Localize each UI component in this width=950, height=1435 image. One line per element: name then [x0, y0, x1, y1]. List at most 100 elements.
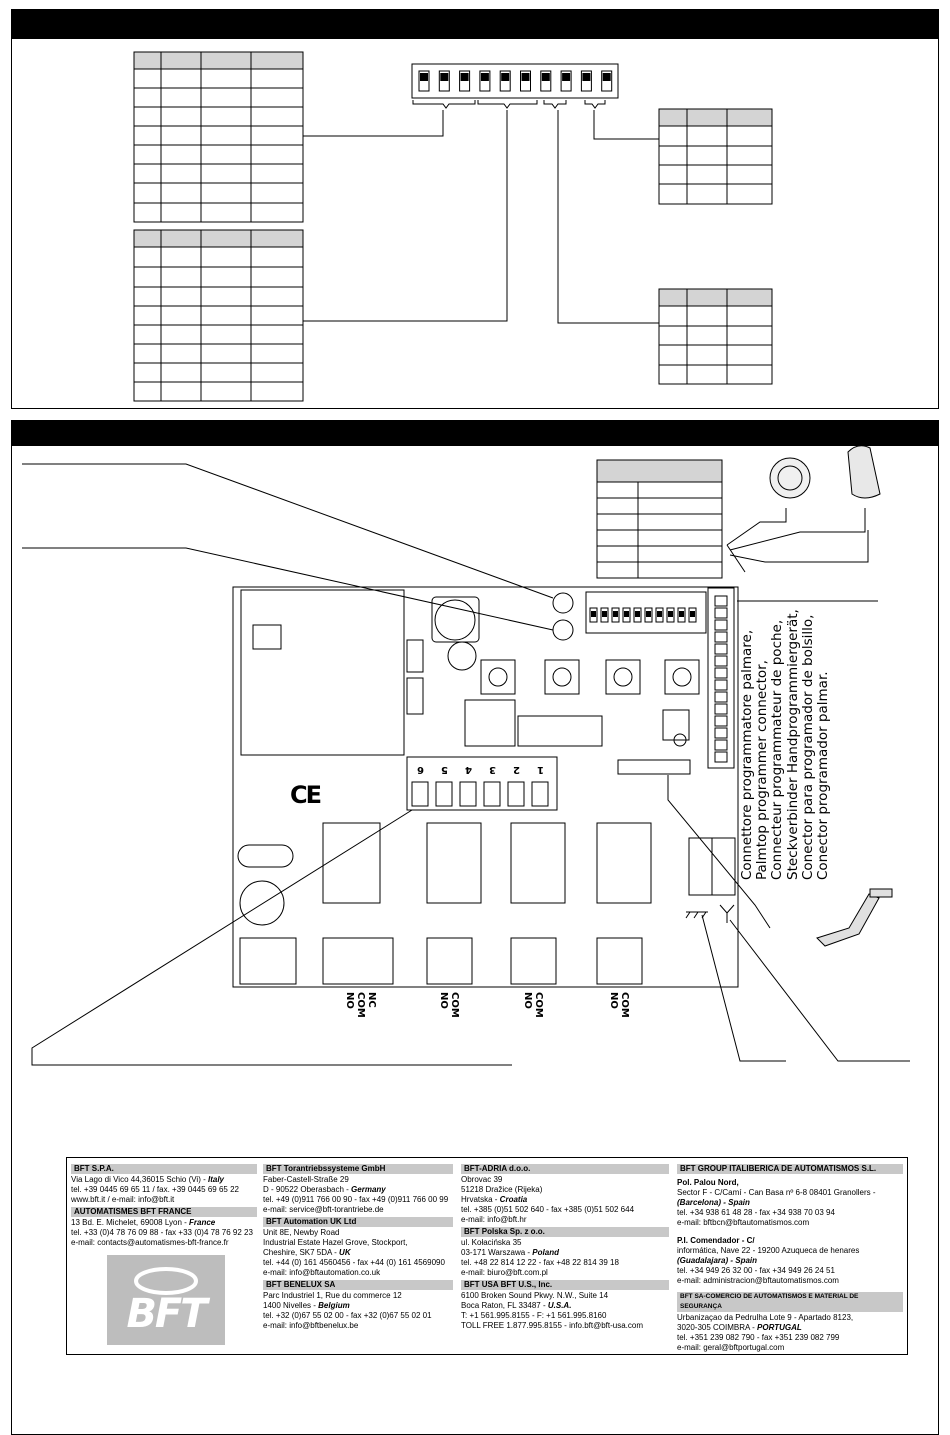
caption-line-en: Palmtop programmer connector,	[754, 660, 771, 880]
country: Germany	[351, 1185, 386, 1194]
phone-line: tel. +48 22 814 12 22 - fax +48 22 814 3…	[461, 1258, 619, 1267]
dip-switch-knob	[602, 73, 611, 81]
board-dip-switch-knob	[591, 611, 596, 617]
country: UK	[339, 1248, 351, 1257]
terminal-label: COM	[449, 992, 460, 1018]
text: 03-171 Warszawa -	[461, 1248, 533, 1257]
section-1-frame	[11, 38, 939, 409]
address-line: Hrvatska - Croatia	[461, 1195, 669, 1205]
footer-contacts: BFT S.P.A. Via Lago di Vico 44,36015 Sch…	[66, 1157, 908, 1355]
terminal-pin	[435, 781, 453, 807]
terminal-pin	[507, 781, 525, 807]
address-line: ul. Kołacińska 35	[461, 1238, 522, 1247]
email-line: e-mail: info@bftbenelux.be	[263, 1321, 359, 1330]
dip-switch-knob	[460, 73, 469, 81]
address-line: 6100 Broken Sound Pkwy. N.W., Suite 14	[461, 1291, 609, 1300]
dip-switch-knob	[501, 73, 510, 81]
terminal-pin-number: 3	[489, 764, 496, 775]
terminal-label: COM	[355, 992, 366, 1018]
address-line: 51218 Dražice (Rijeka)	[461, 1185, 543, 1194]
company-heading: BFT USA BFT U.S., Inc.	[461, 1280, 669, 1290]
caption-line-it: Connettore programmatore palmare,	[739, 629, 755, 880]
dip-switch-knob	[440, 73, 449, 81]
email-line: e-mail: service@bft-torantriebe.de	[263, 1205, 384, 1214]
terminal-label: NO	[608, 992, 619, 1009]
board-dip-switch-knob	[690, 611, 695, 617]
email-line: e-mail: geral@bftportugal.com	[677, 1343, 785, 1352]
dip-table-b	[133, 229, 304, 402]
email-line: e-mail: info@bft.hr	[461, 1215, 527, 1224]
connector-pin	[714, 631, 728, 643]
relay-3-terminals: COM NO	[522, 992, 544, 1018]
phone-line: tel. +34 949 26 32 00 - fax +34 949 26 2…	[677, 1266, 835, 1275]
address-line: Industrial Estate Hazel Grove, Stockport…	[263, 1238, 408, 1247]
address-line: informática, Nave 22 - 19200 Azuqueca de…	[677, 1246, 860, 1255]
company-heading: BFT GROUP ITALIBERICA DE AUTOMATISMOS S.…	[677, 1164, 903, 1174]
connector-pin	[714, 619, 728, 631]
connector-pin	[714, 715, 728, 727]
address-line: Boca Raton, FL 33487 - U.S.A.	[461, 1301, 669, 1311]
phone-line: tel. +39 0445 69 65 11 / fax. +39 0445 6…	[71, 1185, 239, 1194]
programmer-connector-pins	[714, 595, 728, 763]
address-line: Parc Industriel 1, Rue du commerce 12	[263, 1291, 402, 1300]
email-line: e-mail: biuro@bft.com.pl	[461, 1268, 548, 1277]
connector-pin	[714, 655, 728, 667]
bft-logo: BFT	[107, 1255, 225, 1345]
board-dip-switch-knob	[624, 611, 629, 617]
board-dip-switches	[589, 607, 697, 623]
phone-line: tel. +49 (0)911 766 00 90 - fax +49 (0)9…	[263, 1195, 449, 1204]
connector-pin	[714, 643, 728, 655]
remote-table	[596, 459, 723, 579]
web-line: www.bft.it / e-mail: info@bft.it	[71, 1195, 175, 1204]
dip-table-c	[658, 108, 773, 205]
footer-col-germany-uk-benelux: BFT Torantriebssysteme GmbH Faber-Castel…	[263, 1162, 453, 1331]
relay-4-terminals: COM NO	[608, 992, 630, 1018]
address-line: Urbanizaçao da Pedrulha Lote 9 - Apartad…	[677, 1313, 854, 1322]
connector-pin	[714, 703, 728, 715]
phone-line: tel. +32 (0)67 55 02 00 - fax +32 (0)67 …	[263, 1311, 432, 1320]
section-1-header-bar	[11, 9, 939, 39]
ce-mark: CE	[290, 781, 322, 809]
dip-switch-block	[411, 63, 619, 99]
company-heading: BFT-ADRIA d.o.o.	[461, 1164, 669, 1174]
phone-line: tel. +385 (0)51 502 640 - fax +385 (0)51…	[461, 1205, 635, 1214]
text: Via Lago di Vico 44,36015 Schio (Vi) -	[71, 1175, 208, 1184]
terminal-pin-number: 1	[537, 764, 544, 775]
terminal-pin	[531, 781, 549, 807]
address-line: 13 Bd. E. Michelet, 69008 Lyon - France	[71, 1218, 257, 1228]
address-line: Via Lago di Vico 44,36015 Schio (Vi) - I…	[71, 1175, 257, 1185]
email-line: e-mail: contacts@automatismes-bft-france…	[71, 1238, 229, 1247]
dip-switch-knob	[582, 73, 591, 81]
board-dip-switch-knob	[668, 611, 673, 617]
board-dip-switch-knob	[635, 611, 640, 617]
text: Hrvatska -	[461, 1195, 500, 1204]
programmer-connector-caption: Connettore programmatore palmare, Palmto…	[739, 609, 831, 880]
board-dip-switch-knob	[646, 611, 651, 617]
address-line: 3020-305 COIMBRA - PORTUGAL	[677, 1323, 903, 1333]
section-2-header-bar	[11, 420, 939, 446]
company-heading: BFT BENELUX SA	[263, 1280, 453, 1290]
address-line: Obrovac 39	[461, 1175, 503, 1184]
email-line: e-mail: bftbcn@bftautomatismos.com	[677, 1218, 810, 1227]
terminal-pin-number: 5	[441, 764, 448, 775]
company-heading: AUTOMATISMES BFT FRANCE	[71, 1207, 257, 1217]
terminal-block-pins	[411, 781, 549, 807]
text: Boca Raton, FL 33487 -	[461, 1301, 548, 1310]
connector-pin	[714, 691, 728, 703]
country: Poland	[532, 1248, 559, 1257]
phone-line: tel. +34 938 61 48 28 - fax +34 938 70 0…	[677, 1208, 835, 1217]
dip-switch-knob	[521, 73, 530, 81]
terminal-pin-number: 6	[417, 764, 424, 775]
caption-line-es: Conector para programador de bolsillo,	[799, 614, 816, 880]
phone-line: T: +1 561.995.8155 - F: +1 561.995.8160	[461, 1311, 607, 1320]
terminal-label: NO	[438, 992, 449, 1009]
wiring-diagram	[22, 51, 910, 1066]
terminal-label: COM	[533, 992, 544, 1018]
company-heading: BFT S.P.A.	[71, 1164, 257, 1174]
board-dip-switch-knob	[657, 611, 662, 617]
control-board	[232, 586, 739, 988]
text: 3020-305 COIMBRA -	[677, 1323, 758, 1332]
terminal-label: COM	[619, 992, 630, 1018]
email-line: e-mail: administracion@bftautomatismos.c…	[677, 1276, 839, 1285]
address-line: Sector F - C/Camí - Can Basa nº 6-8 0840…	[677, 1188, 876, 1197]
